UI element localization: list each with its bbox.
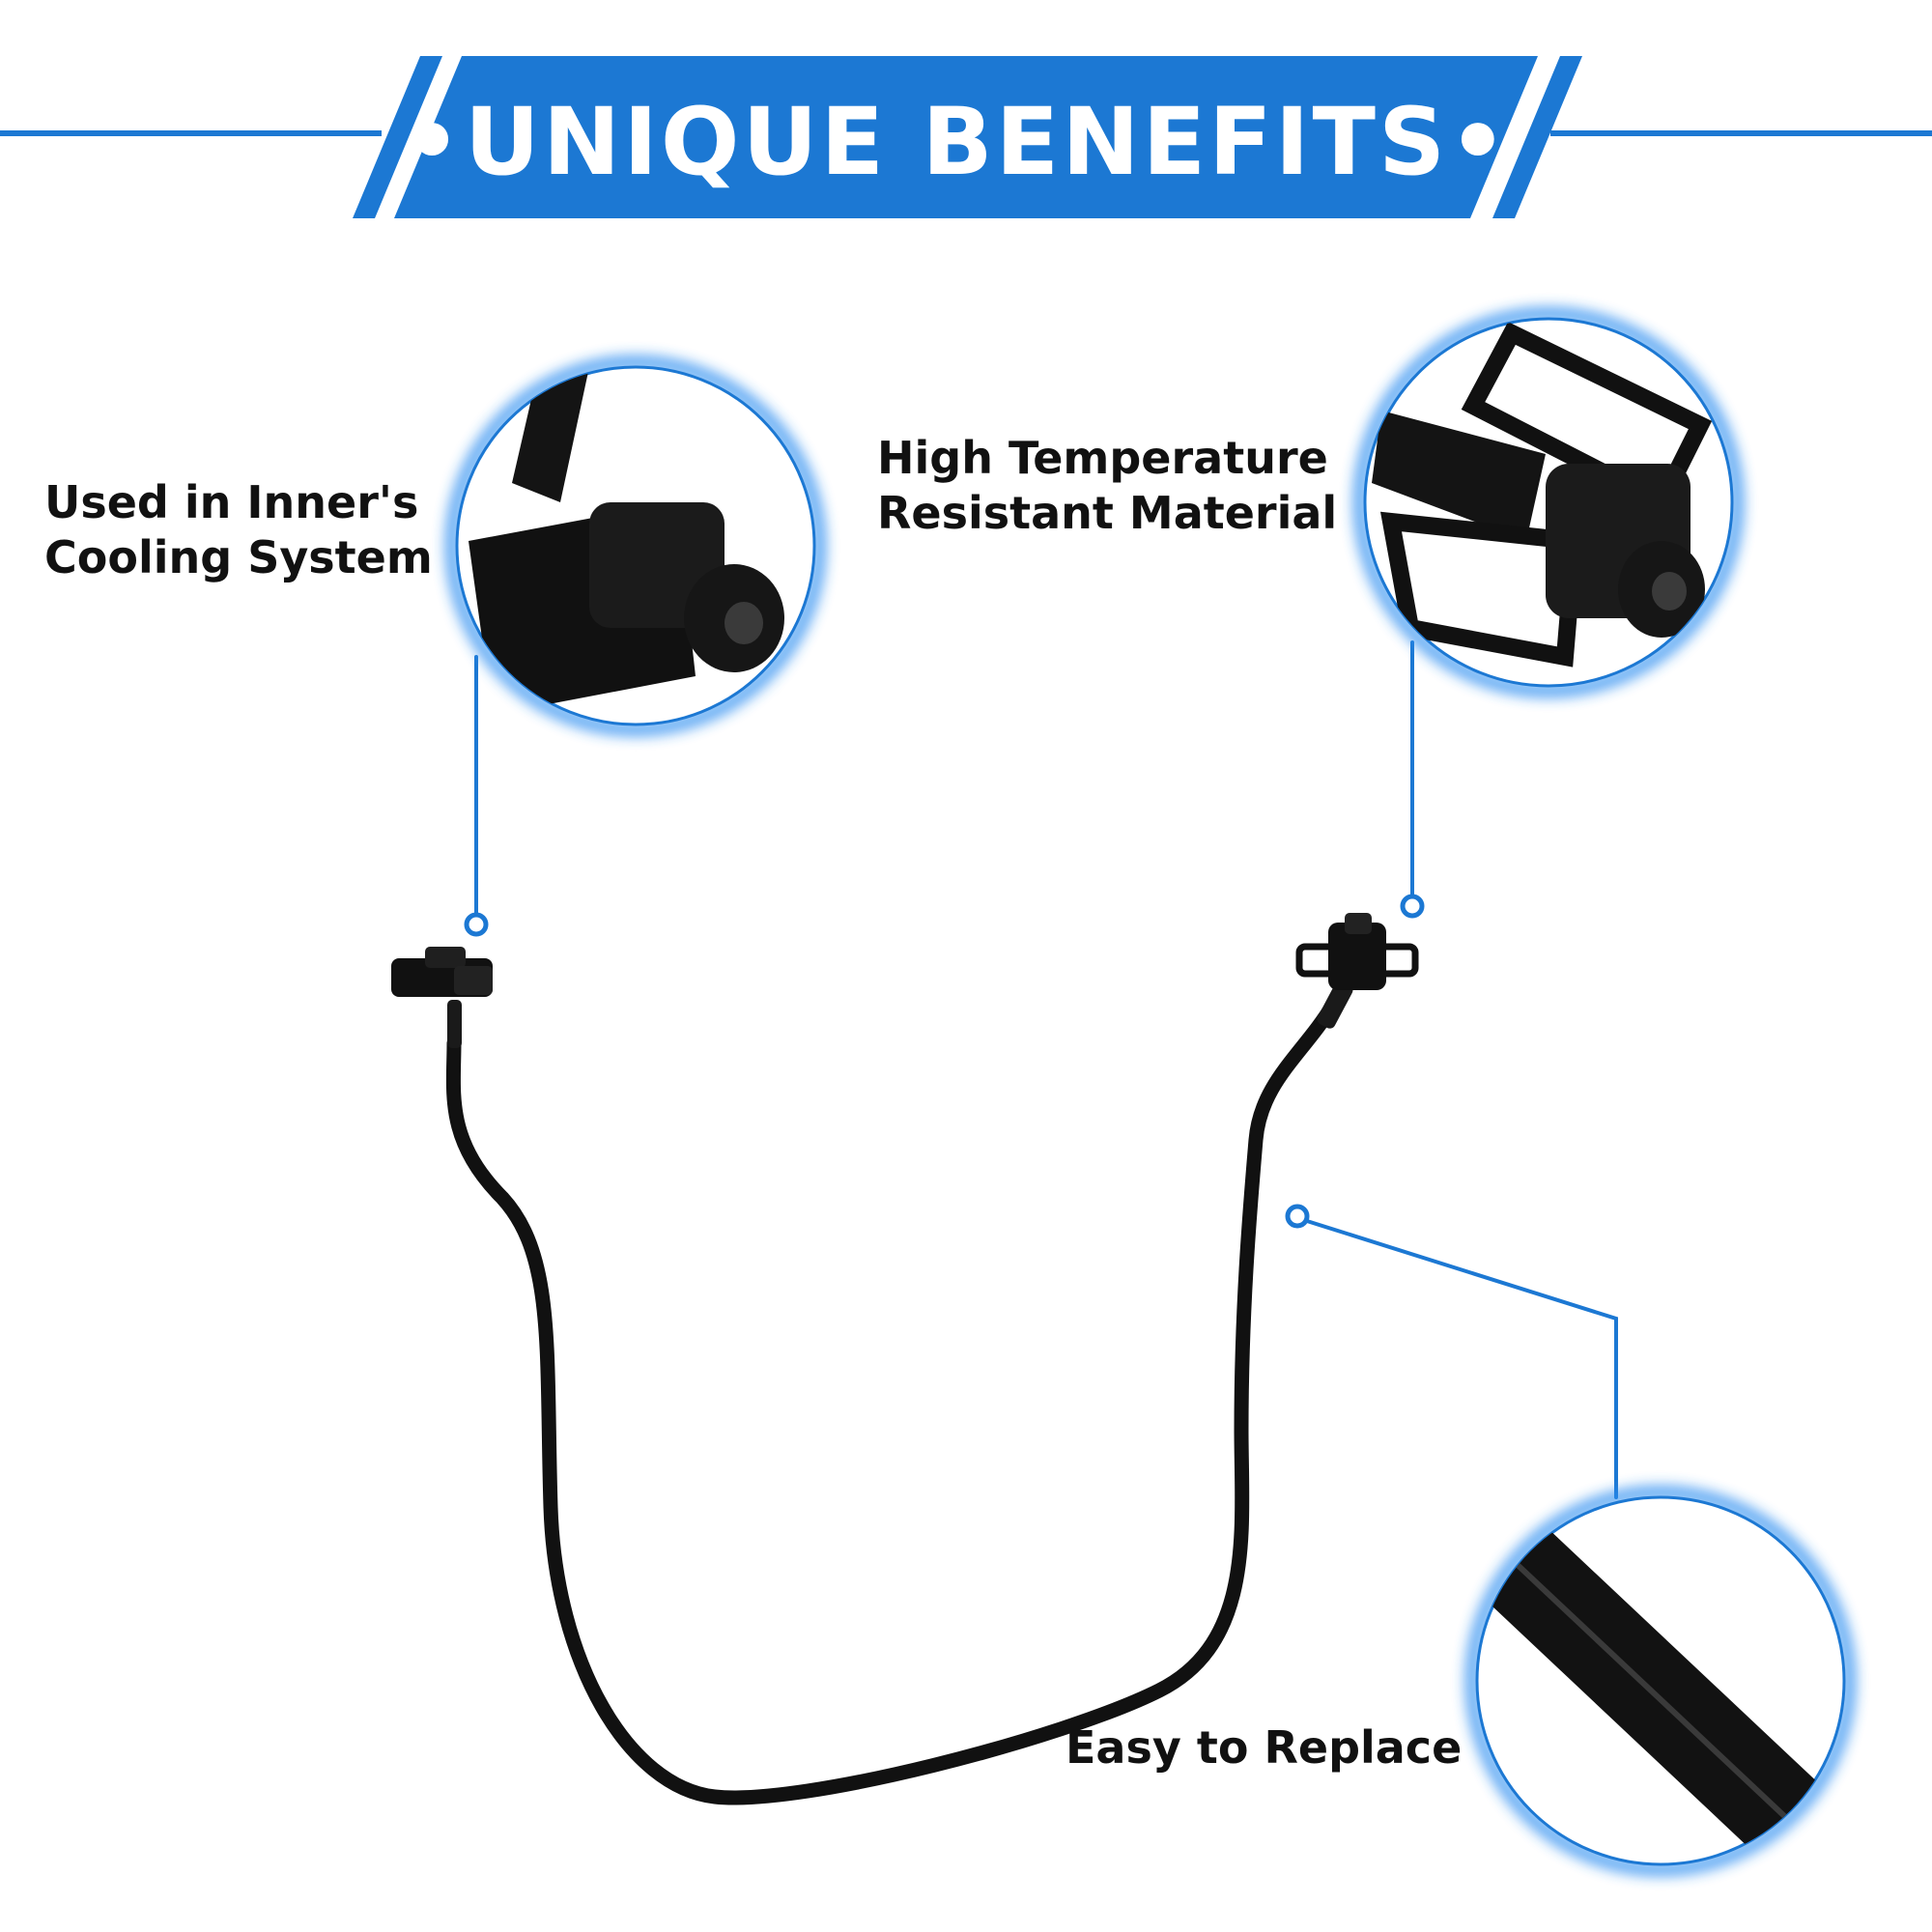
callout-circle-right [1353, 307, 1744, 697]
connector-closeup-left [469, 367, 784, 715]
connector-right-neck [1317, 980, 1353, 1029]
banner-stripe-right [1492, 56, 1582, 218]
leader-dot-right [1400, 894, 1425, 919]
callout-label-high-temperature: High Temperature Resistant Material [877, 431, 1337, 541]
callout-label-line: High Temperature [877, 432, 1328, 484]
closeup-left-bore [724, 602, 763, 644]
connector-right [1295, 913, 1419, 1029]
banner-graphic [0, 56, 1932, 218]
leader-line-bottom [1305, 1219, 1618, 1499]
closeup-right-bore [1652, 572, 1687, 611]
callout-label-easy-to-replace: Easy to Replace [1065, 1720, 1462, 1776]
callout-label-line: Used in Inner's [44, 476, 419, 528]
closeup-left-hose [512, 367, 589, 502]
closeup-right-clip-bottom [1379, 511, 1584, 668]
circle-bottom-glow [1465, 1486, 1856, 1876]
connector-closeup-right [1372, 322, 1713, 668]
leader-dot-bottom [1285, 1204, 1310, 1229]
hose-closeup [1477, 1526, 1844, 1864]
callout-label-line: Cooling System [44, 531, 433, 583]
connector-right-cap [1345, 913, 1372, 934]
connector-left-clip [454, 966, 493, 995]
circle-right-glow [1353, 307, 1744, 697]
circle-left-glow [445, 355, 826, 736]
callout-circle-left [445, 355, 826, 736]
page-title: •UNIQUE BENEFITS• [402, 88, 1511, 196]
connector-left-cap [425, 947, 466, 968]
hose-product [391, 913, 1419, 1805]
closeup-hose-highlight [1499, 1548, 1833, 1862]
connector-left-neck [447, 1000, 462, 1048]
leader-dot-left [464, 912, 489, 937]
hose-body [445, 997, 1341, 1805]
callout-label-line: Resistant Material [877, 487, 1338, 539]
callout-label-cooling-system: Used in Inner's Cooling System [44, 475, 433, 585]
banner-stripe-left [353, 56, 442, 218]
closeup-right-hose [1372, 411, 1546, 541]
leader-lines [464, 640, 1618, 1499]
banner-background [394, 56, 1538, 218]
callout-label-line: Easy to Replace [1065, 1721, 1463, 1774]
connector-right-clip [1295, 943, 1419, 978]
callout-circle-bottom [1465, 1486, 1856, 1876]
connector-left [391, 947, 493, 1048]
